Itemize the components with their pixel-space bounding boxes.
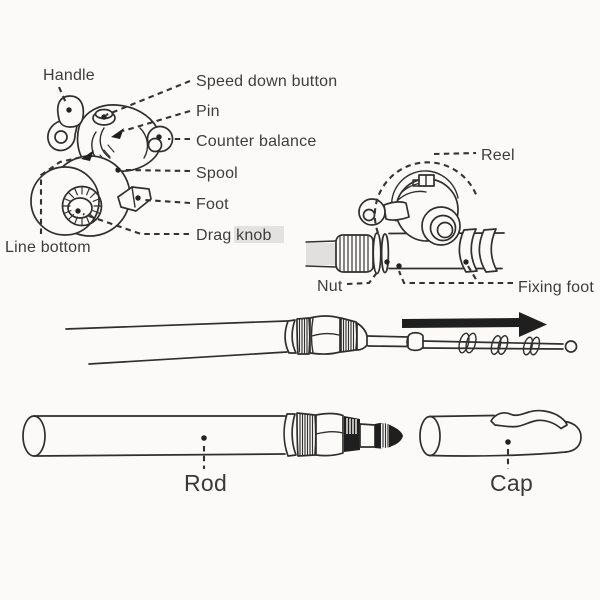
label-line-bottom: Line bottom — [5, 239, 91, 256]
pin-pointer-arrowhead — [111, 128, 124, 139]
right-reel-drawing — [305, 170, 505, 275]
right-reel-leader-lines — [346, 151, 513, 286]
left-reel-drawing — [30, 95, 174, 237]
label-reel: Reel — [481, 147, 515, 164]
label-rod: Rod — [184, 470, 227, 496]
right-reel-diagram: Reel Nut Fixing foot — [305, 147, 594, 296]
label-spool: Spool — [196, 165, 238, 182]
label-cap: Cap — [490, 470, 533, 496]
rod-tip-ball — [564, 340, 578, 353]
label-fixing-foot: Fixing foot — [518, 279, 594, 296]
right-reel-endpoint-dots — [384, 259, 469, 269]
closed-rod-diagram: Rod Cap — [22, 409, 582, 496]
ring-guides — [458, 332, 541, 356]
label-speed-down-button: Speed down button — [196, 73, 337, 90]
label-foot: Foot — [196, 196, 229, 213]
left-reel-endpoint-dots — [66, 107, 162, 214]
knob-highlight — [234, 226, 284, 243]
left-reel-leader-lines — [39, 80, 191, 236]
line-bottom-pointer-arrowhead — [81, 150, 94, 161]
left-reel-diagram: Handle Speed down button Pin Counter bal… — [5, 67, 337, 256]
extended-rod-diagram — [65, 312, 578, 365]
label-handle: Handle — [43, 67, 95, 84]
closed-rod-leader-lines — [202, 446, 510, 469]
cap-drawing — [419, 409, 582, 457]
label-counter-balance: Counter balance — [196, 133, 316, 150]
label-nut: Nut — [317, 278, 343, 295]
label-drag-knob: Drag knob — [196, 227, 272, 244]
right-arrow-icon — [402, 312, 547, 337]
label-pin: Pin — [196, 103, 220, 120]
